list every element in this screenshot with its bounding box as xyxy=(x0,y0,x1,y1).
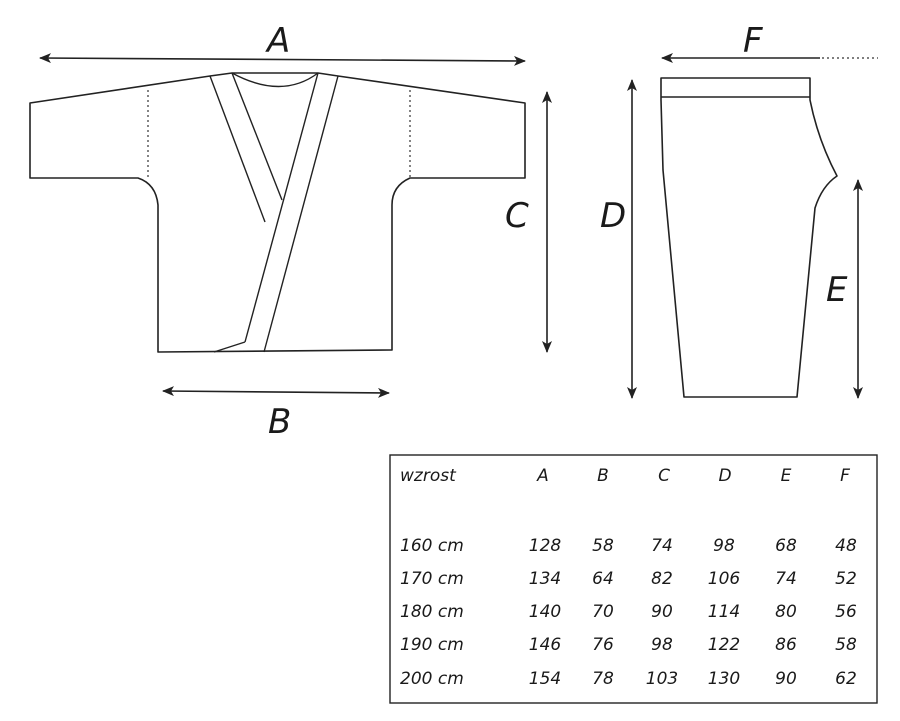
header-wzrost: wzrost xyxy=(400,466,457,486)
jacket-drawing xyxy=(29,72,526,353)
cell-B: 58 xyxy=(592,536,614,556)
cell-E: 74 xyxy=(775,569,797,589)
label-C: C xyxy=(505,196,529,236)
cell-F: 62 xyxy=(835,669,857,689)
row-height: 190 cm xyxy=(400,635,464,655)
cell-C: 103 xyxy=(646,669,678,689)
cell-B: 70 xyxy=(592,602,614,622)
cell-A: 140 xyxy=(529,602,561,622)
table-row: 180 cm 140 70 90 114 80 56 xyxy=(400,602,857,622)
cell-C: 82 xyxy=(651,569,673,589)
header-D: D xyxy=(718,466,731,486)
cell-D: 130 xyxy=(708,669,740,689)
table-row: 200 cm 154 78 103 130 90 62 xyxy=(400,669,857,689)
cell-A: 128 xyxy=(529,536,562,556)
cell-A: 146 xyxy=(529,635,562,655)
cell-C: 74 xyxy=(651,536,673,556)
cell-E: 80 xyxy=(775,602,797,622)
label-B: B xyxy=(268,402,291,442)
header-C: C xyxy=(658,466,670,486)
label-D: D xyxy=(600,196,626,236)
cell-A: 154 xyxy=(529,669,561,689)
cell-D: 98 xyxy=(713,536,735,556)
row-height: 180 cm xyxy=(400,602,464,622)
size-table-border xyxy=(389,454,878,704)
table-header-row: wzrost A B C D E F xyxy=(400,466,850,486)
cell-B: 78 xyxy=(592,669,614,689)
arrow-A xyxy=(39,53,526,66)
table-row: 170 cm 134 64 82 106 74 52 xyxy=(400,569,857,589)
cell-D: 122 xyxy=(708,635,740,655)
cell-D: 106 xyxy=(708,569,741,589)
row-height: 160 cm xyxy=(400,536,464,556)
header-F: F xyxy=(840,466,850,486)
row-height: 170 cm xyxy=(400,569,464,589)
cell-A: 134 xyxy=(529,569,561,589)
label-F: F xyxy=(743,21,763,61)
table-row: 160 cm 128 58 74 98 68 48 xyxy=(400,536,857,556)
cell-F: 58 xyxy=(835,635,857,655)
cell-E: 68 xyxy=(775,536,797,556)
cell-F: 52 xyxy=(835,569,857,589)
cell-C: 90 xyxy=(651,602,673,622)
size-table: wzrost A B C D E F 160 cm 128 58 74 98 6… xyxy=(389,454,878,704)
cell-B: 64 xyxy=(592,569,614,589)
pants-drawing xyxy=(660,77,838,398)
cell-E: 90 xyxy=(775,669,797,689)
cell-D: 114 xyxy=(708,602,740,622)
cell-E: 86 xyxy=(775,635,797,655)
header-A: A xyxy=(536,466,549,486)
cell-F: 56 xyxy=(835,602,857,622)
table-row: 190 cm 146 76 98 122 86 58 xyxy=(400,635,857,655)
header-E: E xyxy=(781,466,792,486)
row-height: 200 cm xyxy=(400,669,464,689)
label-A: A xyxy=(265,21,290,61)
label-E: E xyxy=(826,270,848,310)
arrow-B xyxy=(162,386,390,398)
header-B: B xyxy=(597,466,609,486)
cell-F: 48 xyxy=(835,536,857,556)
cell-B: 76 xyxy=(592,635,614,655)
cell-C: 98 xyxy=(651,635,673,655)
